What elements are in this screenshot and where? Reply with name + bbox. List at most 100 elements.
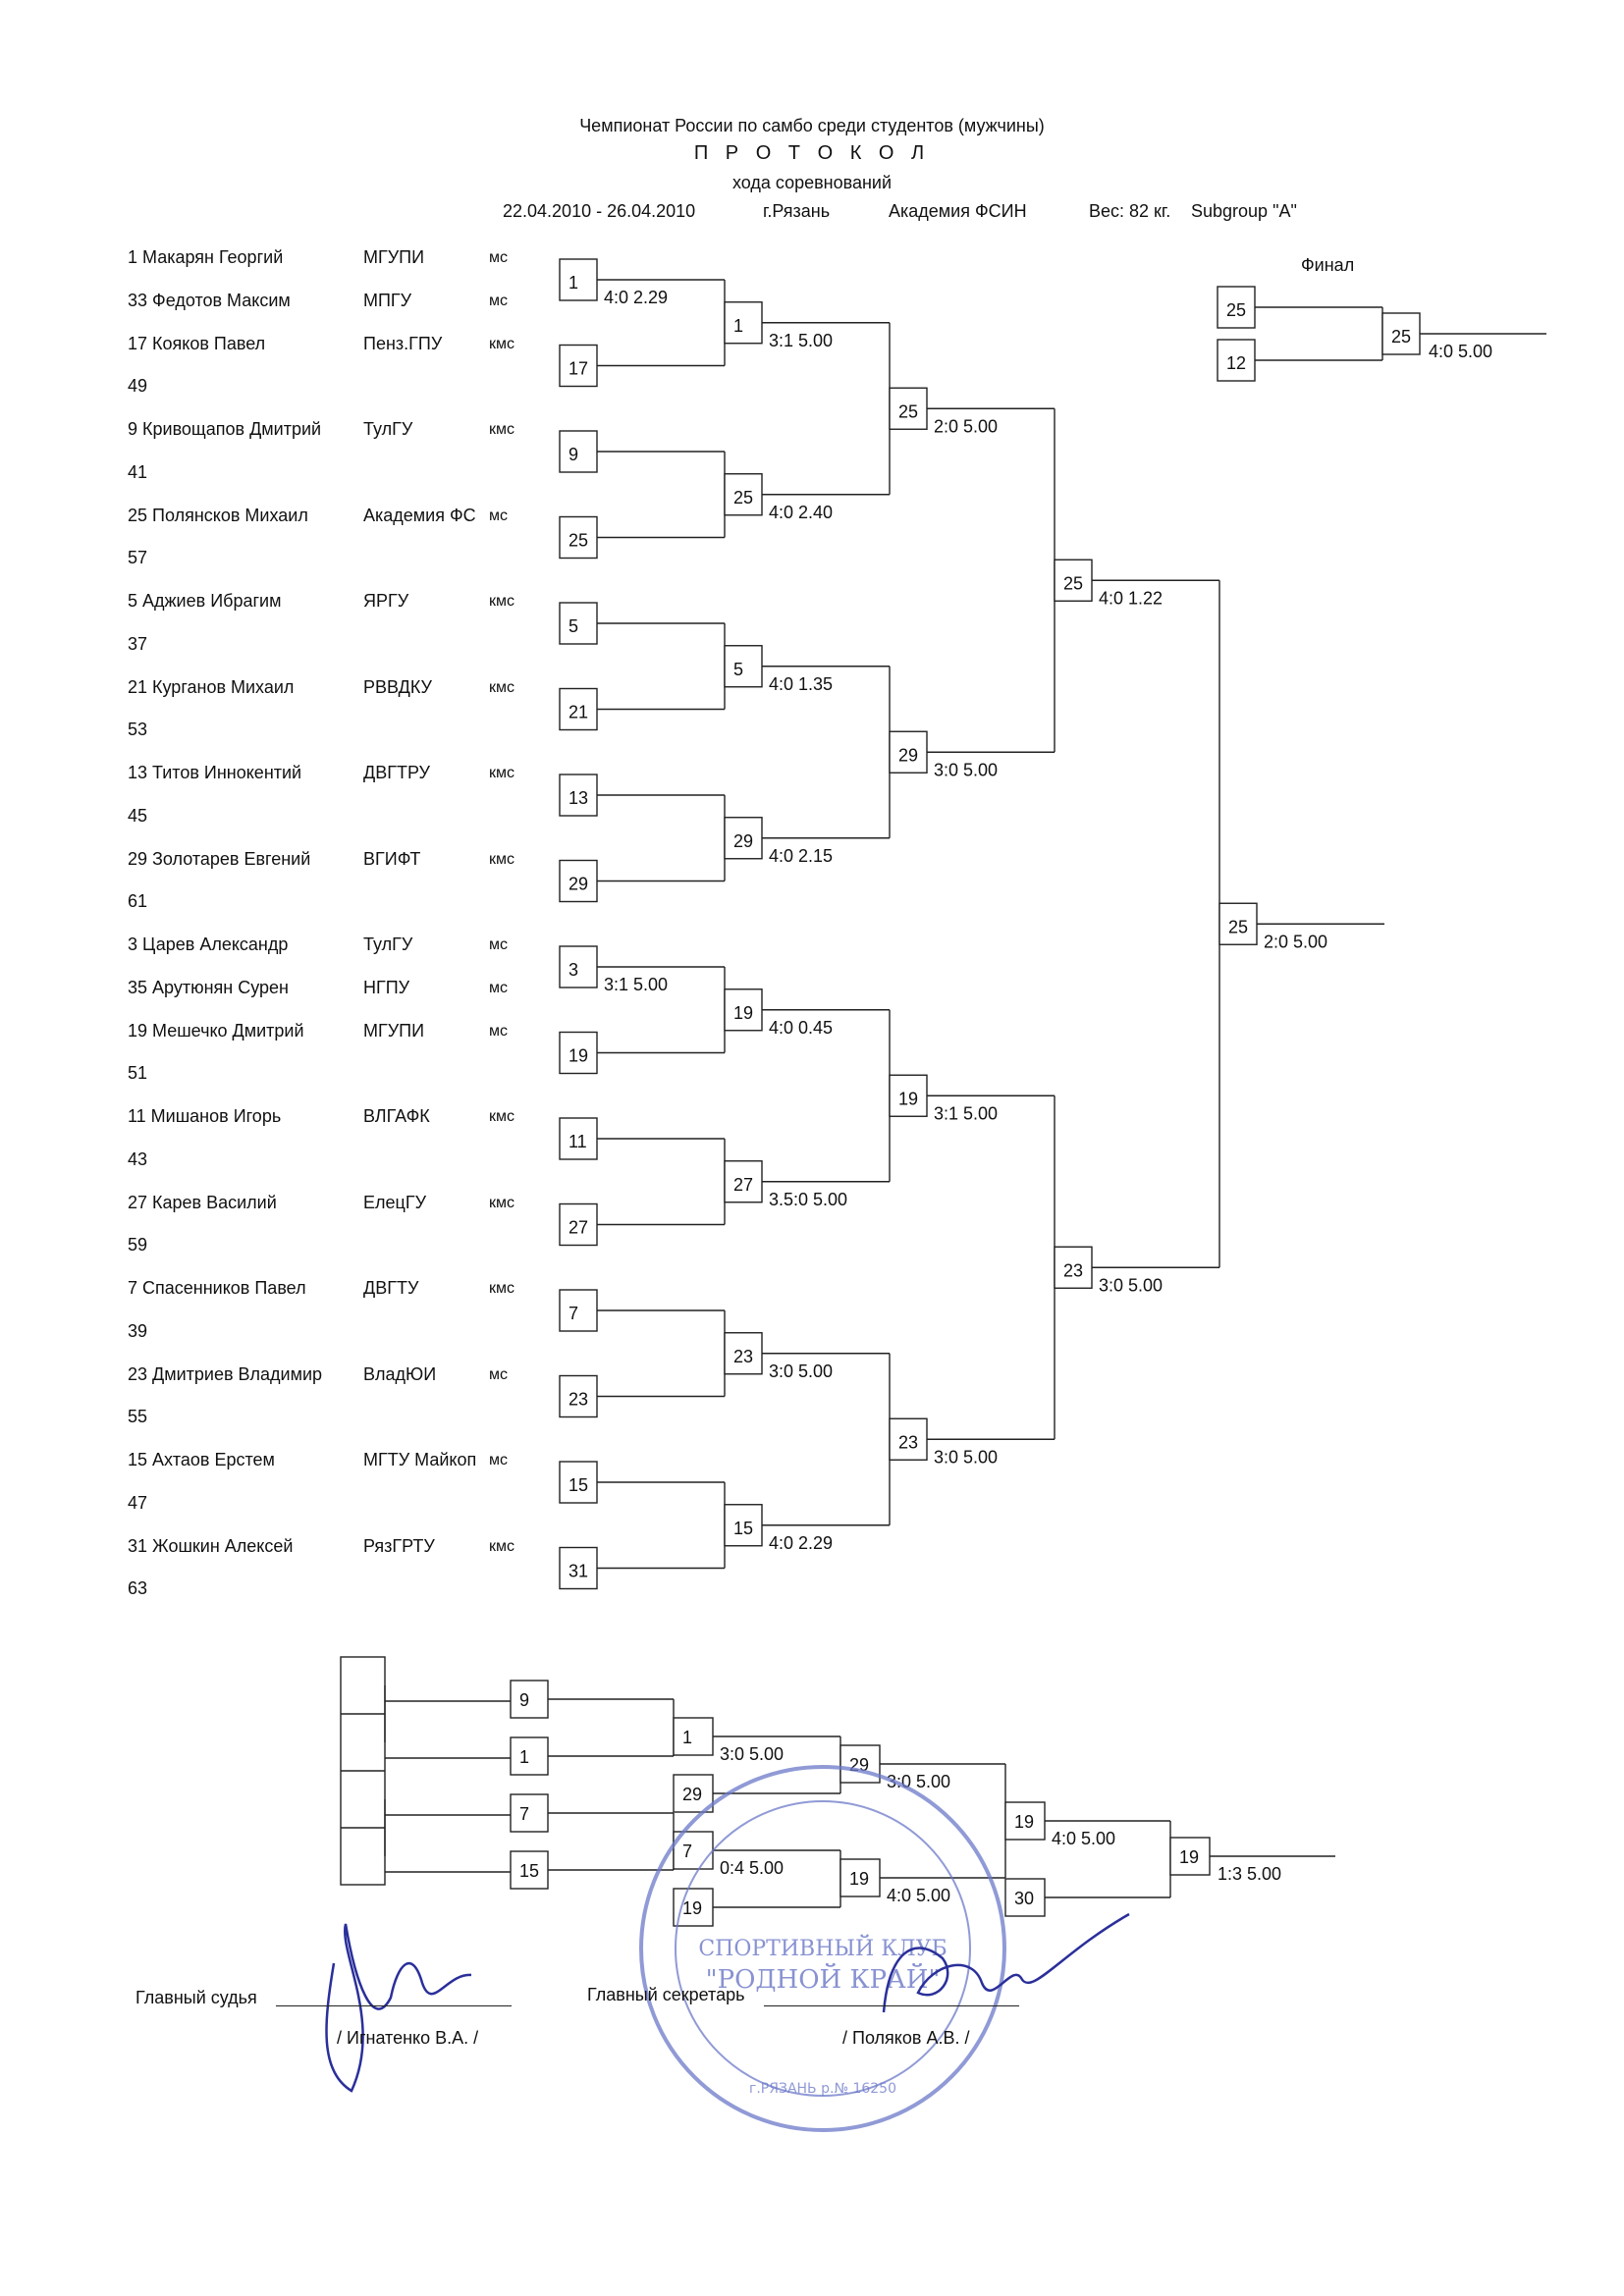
seed-box xyxy=(673,1717,714,1756)
stamp-ring-text: г.РЯЗАНЬ р.№ 16250 xyxy=(749,2081,896,2097)
seed-number: 21 xyxy=(568,703,588,722)
participant-organization: РязГРТУ xyxy=(363,1535,435,1556)
seed-box xyxy=(559,1461,598,1504)
participant-name: 37 xyxy=(128,633,148,654)
match-score: 4:0 1.35 xyxy=(769,674,833,694)
participant-rank: кмс xyxy=(489,421,514,438)
seed-number: 9 xyxy=(519,1690,529,1710)
participant-organization: ТулГУ xyxy=(363,419,413,439)
seed-box xyxy=(559,945,598,988)
participant-organization: ДВГТРУ xyxy=(363,763,430,782)
seed-box xyxy=(724,645,763,688)
seed-box xyxy=(724,301,763,345)
match-score: 3:0 5.00 xyxy=(769,1362,833,1381)
final-label: Финал xyxy=(1301,255,1355,275)
participant-organization: ВладЮИ xyxy=(363,1363,437,1384)
participant-organization: ЯРГУ xyxy=(363,591,409,611)
participant-name: 63 xyxy=(128,1578,148,1599)
participant-name: 29 Золотарев Евгений xyxy=(128,848,311,869)
seed-number: 15 xyxy=(568,1475,588,1495)
participant-name: 59 xyxy=(128,1235,148,1255)
seed-box xyxy=(1054,1246,1093,1289)
seed-box xyxy=(510,1736,549,1776)
seed-box xyxy=(1381,312,1421,355)
participant-rank: кмс xyxy=(489,765,514,781)
participant-name: 43 xyxy=(128,1148,148,1169)
match-score: 3:0 5.00 xyxy=(720,1744,784,1764)
participant-name: 57 xyxy=(128,548,148,568)
seed-number: 23 xyxy=(1063,1260,1083,1280)
seed-box xyxy=(1217,339,1256,382)
match-score: 4:0 2.29 xyxy=(769,1533,833,1553)
participant-organization: ЕлецГУ xyxy=(363,1192,427,1212)
match-score: 4:0 5.00 xyxy=(1429,342,1492,361)
participant-organization: НГПУ xyxy=(363,977,410,997)
participant-organization: ВЛГАФК xyxy=(363,1106,430,1126)
stamp-text-line1: СПОРТИВНЫЙ КЛУБ xyxy=(698,1934,947,1961)
participant-name: 49 xyxy=(128,376,148,397)
seed-number: 19 xyxy=(1014,1812,1034,1832)
seed-box xyxy=(510,1793,549,1833)
seed-box xyxy=(839,1858,881,1897)
match-score: 2:0 5.00 xyxy=(934,416,998,436)
venue: Академия ФСИН xyxy=(889,201,1027,221)
seed-number: 23 xyxy=(568,1390,588,1410)
secretary-name: / Поляков А.В. / xyxy=(842,2028,970,2048)
seed-number: 7 xyxy=(568,1304,578,1323)
seed-number: 7 xyxy=(682,1842,692,1861)
secretary-signature-line xyxy=(764,2005,1019,2006)
seed-number: 29 xyxy=(568,875,588,894)
participant-name: 11 Мишанов Игорь xyxy=(128,1106,282,1126)
match-score: 0:4 5.00 xyxy=(720,1858,784,1878)
protocol-heading: П Р О Т О К О Л xyxy=(693,142,931,164)
document-subtitle: хода соревнований xyxy=(731,173,893,192)
participant-name: 27 Карев Василий xyxy=(128,1192,277,1212)
participant-name: 23 Дмитриев Владимир xyxy=(128,1363,323,1384)
seed-box xyxy=(1004,1878,1046,1917)
participant-rank: мс xyxy=(489,249,508,266)
seed-number: 11 xyxy=(568,1132,587,1151)
participant-rank: кмс xyxy=(489,1108,514,1125)
participant-organization: ДВГТУ xyxy=(363,1278,419,1298)
participant-organization: ВГИФТ xyxy=(363,848,421,869)
judge-label: Главный судья xyxy=(135,1988,257,2007)
participant-rank: кмс xyxy=(489,850,514,868)
seed-number: 27 xyxy=(733,1175,753,1195)
judge-signature-line xyxy=(276,2005,512,2006)
participant-organization: ТулГУ xyxy=(363,934,413,954)
seed-number: 5 xyxy=(733,660,743,679)
subgroup: Subgroup "A" xyxy=(1191,201,1297,221)
match-score: 3:0 5.00 xyxy=(934,1447,998,1467)
match-score: 4:0 1.22 xyxy=(1099,588,1163,608)
participant-name: 31 Жошкин Алексей xyxy=(128,1535,294,1556)
match-score: 3:0 5.00 xyxy=(934,760,998,779)
seed-number: 12 xyxy=(1226,353,1246,373)
participant-name: 41 xyxy=(128,461,148,482)
participant-name: 25 Полянсков Михаил xyxy=(128,505,308,525)
seed-number: 29 xyxy=(733,831,753,851)
seed-box xyxy=(559,344,598,388)
match-score: 4:0 5.00 xyxy=(1052,1829,1115,1848)
seed-box xyxy=(724,1504,763,1547)
seed-box xyxy=(889,387,928,430)
participant-rank: кмс xyxy=(489,678,514,696)
participant-name: 5 Аджиев Ибрагим xyxy=(128,591,282,611)
stamp-outer-ring xyxy=(639,1765,1006,2132)
participant-name: 53 xyxy=(128,720,148,740)
participant-name: 15 Ахтаов Ерстем xyxy=(128,1450,275,1469)
participant-rank: мс xyxy=(489,292,508,309)
participant-name: 39 xyxy=(128,1320,148,1341)
seed-box xyxy=(559,1117,598,1160)
seed-number: 19 xyxy=(849,1869,869,1889)
seed-number: 31 xyxy=(568,1562,588,1581)
stamp-inner-ring xyxy=(675,1800,971,2097)
participant-rank: кмс xyxy=(489,335,514,352)
participant-rank: кмс xyxy=(489,593,514,610)
seed-number: 25 xyxy=(1228,917,1248,936)
participant-name: 19 Мешечко Дмитрий xyxy=(128,1020,304,1041)
seed-number: 25 xyxy=(568,531,588,551)
seed-number: 23 xyxy=(733,1347,753,1366)
secretary-signature xyxy=(882,1912,1130,2013)
match-score: 3:1 5.00 xyxy=(934,1103,998,1123)
seed-box xyxy=(559,1374,598,1418)
